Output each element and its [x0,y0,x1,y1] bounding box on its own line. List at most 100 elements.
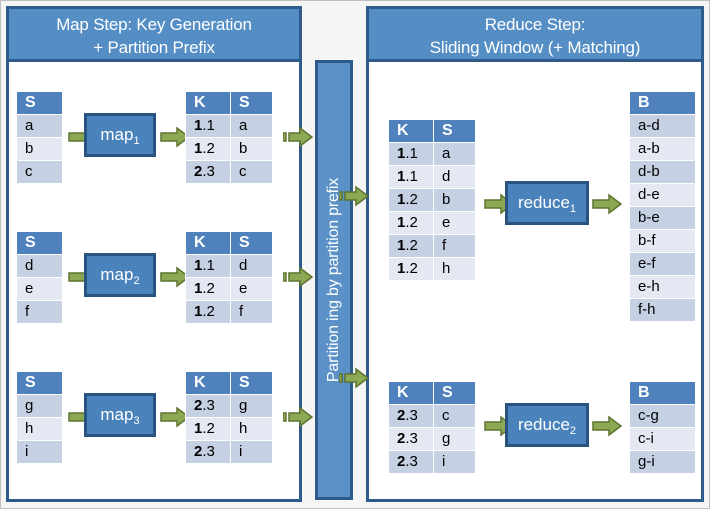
table-cell: d-e [629,183,696,207]
map-process-1[interactable]: map1 [84,113,156,157]
key-cell: 1.1 [185,254,231,278]
reduce-input-table-1-header-s: S [433,119,476,143]
reduce-process-1-label: reduce1 [517,193,577,215]
table-row: e [16,277,63,301]
value-cell: f [230,300,273,324]
map-output-table-1-header-s: S [230,91,273,115]
table-cell: e-h [629,275,696,299]
map-process-1-label: map1 [100,125,140,147]
map-process-2-label: map2 [100,265,140,287]
table-cell: f-h [629,298,696,322]
table-row: c-g [629,404,696,428]
table-row: d-b [629,160,696,184]
key-cell: 2.3 [185,160,231,184]
arrow-output-to-partition-2 [283,266,313,288]
arrow-output-to-partition-3 [283,406,313,428]
table-row: e-h [629,275,696,299]
table-cell: a-d [629,114,696,138]
key-cell: 1.1 [185,114,231,138]
table-cell: c-i [629,427,696,451]
map-process-3-label: map3 [100,405,140,427]
reduce-process-2-label: reduce2 [517,415,577,437]
map-process-3[interactable]: map3 [84,393,156,437]
value-cell: h [433,257,476,281]
value-cell: g [433,427,476,451]
reduce-step-title: Reduce Step: Sliding Window (+ Matching) [366,6,704,62]
table-cell: b-f [629,229,696,253]
arrow-output-to-partition-1 [283,126,313,148]
key-cell: 2.3 [388,404,434,428]
key-cell: 1.1 [388,142,434,166]
table-row: b-f [629,229,696,253]
table-row: b [16,137,63,161]
map-step-title-line1: Map Step: Key Generation [56,15,252,34]
table-cell: a-b [629,137,696,161]
table-cell: c-g [629,404,696,428]
reduce-input-table-2-header-s: S [433,381,476,405]
map-process-2[interactable]: map2 [84,253,156,297]
map-step-title-line2: + Partition Prefix [93,38,215,57]
key-cell: 2.3 [185,394,231,418]
reduce-process-1[interactable]: reduce1 [505,181,589,225]
key-cell: 1.2 [388,257,434,281]
table-cell: g-i [629,450,696,474]
value-cell: i [433,450,476,474]
arrow-partition-to-reduce-input-2 [339,367,369,389]
table-row: g [16,394,63,418]
table-row: f [16,300,63,324]
value-cell: b [230,137,273,161]
value-cell: b [433,188,476,212]
key-cell: 1.2 [185,137,231,161]
table-row: b-e [629,206,696,230]
table-cell: f [16,300,63,324]
reduce-output-table-1-header: B [629,91,696,115]
arrow-map-to-output-3 [160,406,190,428]
value-cell: c [433,404,476,428]
reduce-step-title-line2: Sliding Window (+ Matching) [429,38,641,57]
value-cell: g [230,394,273,418]
table-row: d [16,254,63,278]
table-cell: b [16,137,63,161]
map-input-table-3-header: S [16,371,63,395]
map-output-table-1-header-k: K [185,91,231,115]
table-cell: c [16,160,63,184]
value-cell: h [230,417,273,441]
table-cell: b-e [629,206,696,230]
table-cell: i [16,440,63,464]
table-row: a-b [629,137,696,161]
reduce-input-table-2-header-k: K [388,381,434,405]
map-input-table-1-header: S [16,91,63,115]
value-cell: i [230,440,273,464]
reduce-process-2[interactable]: reduce2 [505,403,589,447]
table-row: e-f [629,252,696,276]
table-cell: a [16,114,63,138]
arrow-partition-to-reduce-input-1 [339,185,369,207]
reduce-input-table-1-header-k: K [388,119,434,143]
arrow-map-to-output-1 [160,126,190,148]
key-cell: 1.2 [185,300,231,324]
value-cell: c [230,160,273,184]
map-input-table-2-header: S [16,231,63,255]
table-row: a-d [629,114,696,138]
table-cell: d-b [629,160,696,184]
table-row: g-i [629,450,696,474]
